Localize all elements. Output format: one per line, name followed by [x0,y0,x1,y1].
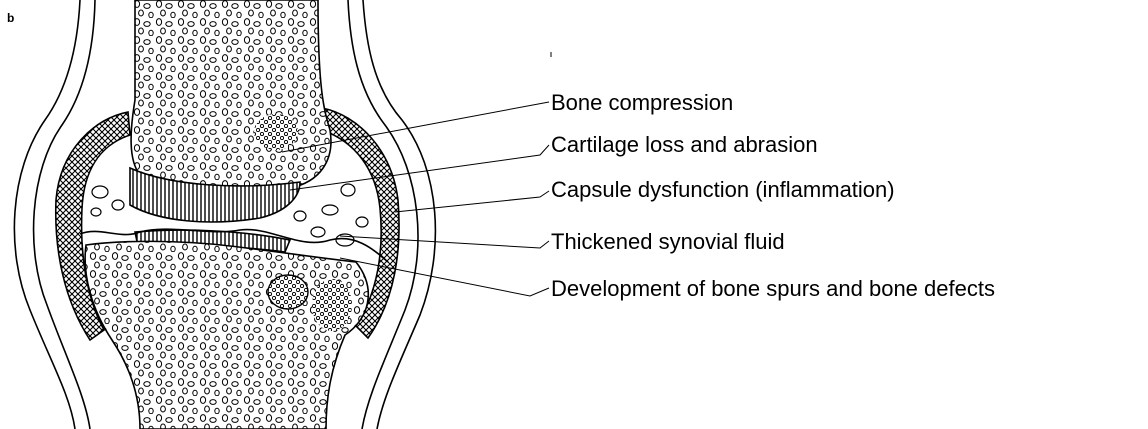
labels: Bone compression Cartilage loss and abra… [551,90,995,301]
label-cartilage-loss: Cartilage loss and abrasion [551,132,818,157]
bone-defect [268,275,308,309]
upper-bone [131,0,331,192]
bone-compression-area [254,114,298,150]
label-bone-spurs-defects: Development of bone spurs and bone defec… [551,276,995,301]
label-bone-compression: Bone compression [551,90,733,115]
lower-bone [85,241,368,429]
leader-line-5 [340,258,549,296]
panel-letter: b [7,11,14,25]
leader-line-3 [395,191,549,212]
leader-line-4 [340,236,549,248]
label-thickened-synovial-fluid: Thickened synovial fluid [551,229,785,254]
bone-spur-area [312,279,352,331]
label-capsule-dysfunction: Capsule dysfunction (inflammation) [551,177,895,202]
